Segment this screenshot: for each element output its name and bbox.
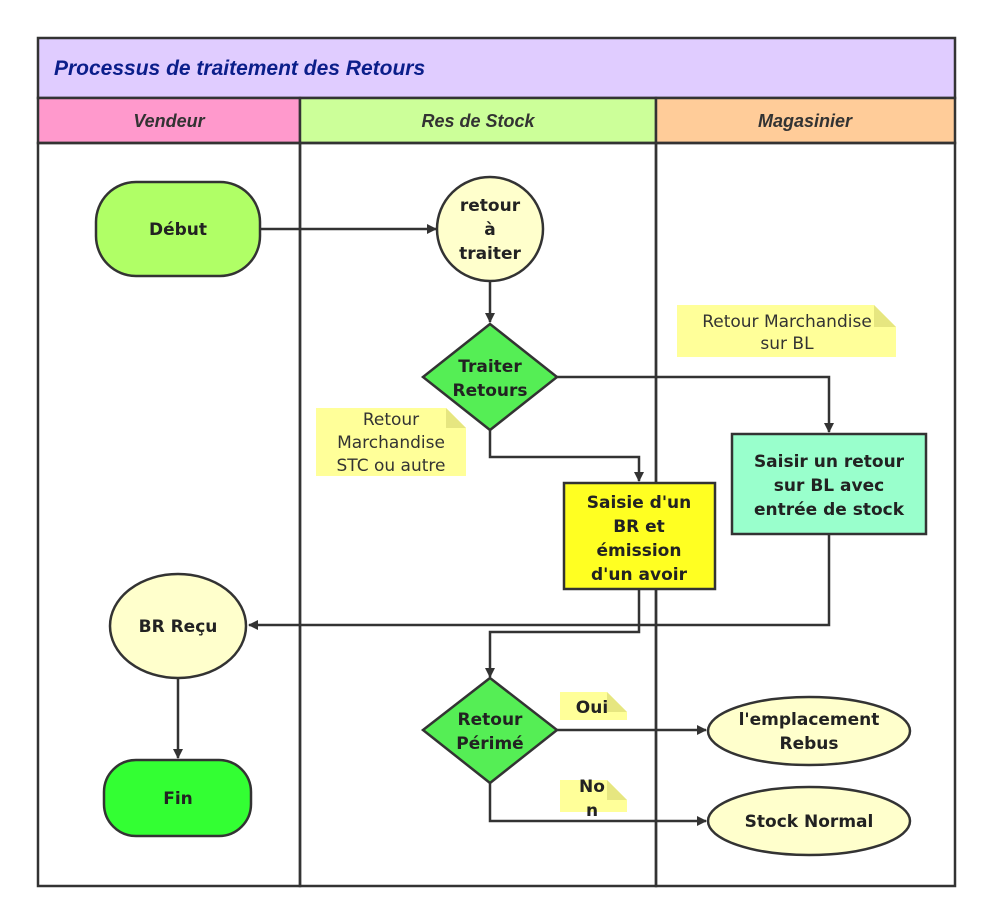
edge-saisir-bl-to-br-recu: [248, 535, 831, 630]
node-traiter-retours: Traiter Retours: [420, 322, 560, 432]
node-debut-label: Début: [149, 220, 207, 240]
edge-perime-non: [488, 783, 707, 826]
note-retour-stc-line-3: STC ou autre: [337, 456, 446, 476]
node-saisie-br-line-1: Saisie d'un: [587, 493, 692, 513]
node-br-recu-label: BR Reçu: [139, 617, 218, 637]
node-saisir-bl-line-2: sur BL avec: [774, 476, 884, 496]
lane-label-magasinier: Magasinier: [758, 111, 853, 131]
node-saisie-br-line-3: émission: [597, 541, 682, 561]
note-retour-bl: Retour Marchandise sur BL: [677, 305, 896, 357]
lane-label-vendeur: Vendeur: [133, 111, 205, 131]
node-retour-line-2: à: [484, 220, 495, 240]
title-band: [36, 36, 957, 100]
note-retour-stc-line-2: Marchandise: [337, 433, 445, 453]
node-emplacement-rebus: l'emplacement Rebus: [706, 695, 912, 767]
node-saisir-bl-line-3: entrée de stock: [754, 500, 905, 520]
node-retour-line-3: traiter: [459, 244, 521, 264]
node-traiter-line-2: Retours: [452, 381, 527, 401]
note-non-line-2: n: [586, 801, 598, 821]
node-stock-normal-label: Stock Normal: [745, 812, 874, 832]
node-rebus-line-2: Rebus: [779, 734, 838, 754]
node-stock-normal: Stock Normal: [706, 785, 912, 857]
note-non-line-1: No: [579, 777, 605, 797]
note-oui: Oui: [560, 692, 627, 720]
node-traiter-line-1: Traiter: [458, 357, 522, 377]
edge-saisie-br-to-br-recu: [485, 590, 641, 678]
node-perime-line-1: Retour: [458, 710, 524, 730]
diagram-title: Processus de traitement des Retours: [54, 57, 425, 80]
lane-header-magasinier: [654, 96, 957, 145]
note-retour-stc: Retour Marchandise STC ou autre: [316, 408, 466, 476]
edge-traiter-to-saisie-br: [488, 430, 644, 482]
node-saisie-br-line-2: BR et: [613, 517, 665, 537]
edge-traiter-to-saisir-bl: [557, 375, 834, 433]
node-rebus-line-1: l'emplacement: [739, 710, 880, 730]
note-oui-label: Oui: [576, 698, 608, 718]
node-retour-line-1: retour: [460, 196, 521, 216]
node-retour-a-traiter: retour à traiter: [435, 175, 545, 283]
node-saisie-br: Saisie d'un BR et émission d'un avoir: [562, 481, 717, 591]
node-saisir-retour-bl: Saisir un retour sur BL avec entrée de s…: [730, 432, 928, 536]
lane-header-vendeur: [36, 96, 302, 145]
note-non: No n: [560, 777, 627, 821]
lane-label-res-de-stock: Res de Stock: [421, 111, 535, 131]
note-retour-bl-line-2: sur BL: [760, 334, 814, 354]
node-perime-line-2: Périmé: [456, 734, 523, 754]
note-retour-bl-line-1: Retour Marchandise: [702, 312, 872, 332]
node-retour-perime: Retour Périmé: [420, 676, 560, 785]
node-fin-label: Fin: [163, 789, 193, 809]
node-fin: Fin: [102, 758, 253, 838]
note-retour-stc-line-1: Retour: [363, 410, 419, 430]
node-debut: Début: [94, 180, 262, 278]
node-saisie-br-line-4: d'un avoir: [591, 565, 688, 585]
node-saisir-bl-line-1: Saisir un retour: [754, 452, 905, 472]
node-br-recu: BR Reçu: [108, 572, 248, 680]
